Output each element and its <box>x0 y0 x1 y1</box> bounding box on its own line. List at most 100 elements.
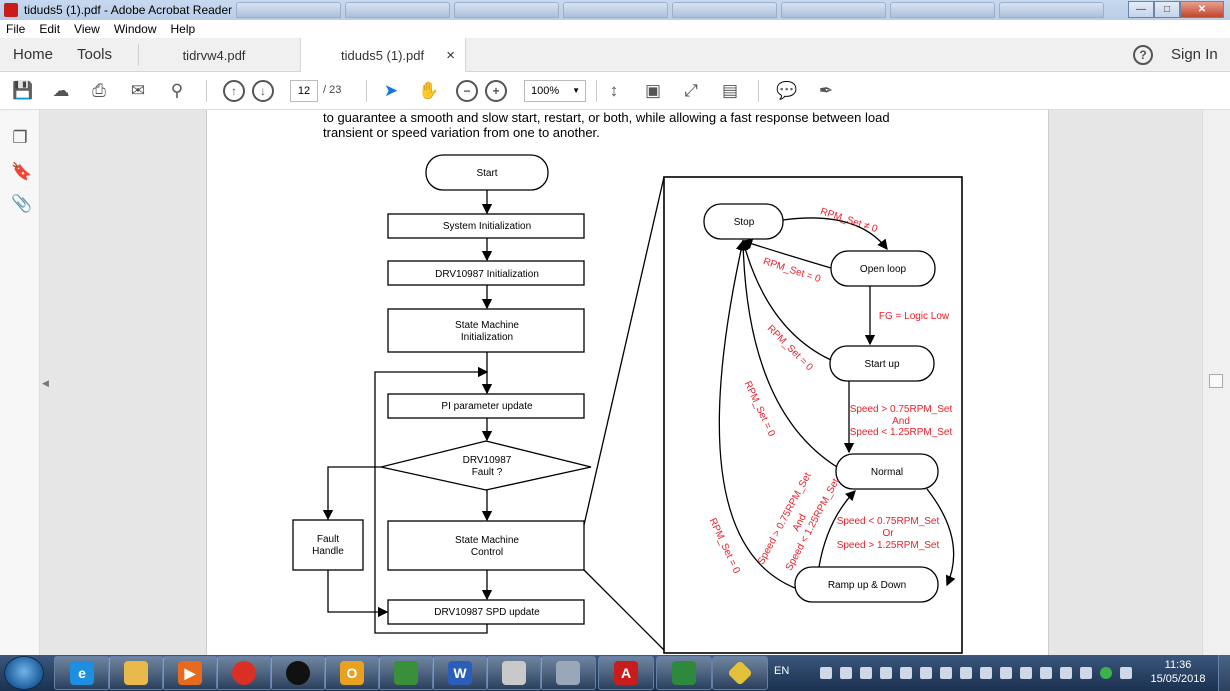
page-down-icon[interactable]: ↓ <box>252 80 274 102</box>
window-title: tiduds5 (1).pdf - Adobe Acrobat Reader D… <box>24 3 253 17</box>
collapse-left-icon[interactable]: ◀ <box>42 378 49 388</box>
tray-icon[interactable] <box>900 667 912 679</box>
app-green-icon[interactable] <box>656 656 712 690</box>
drv-init-label: DRV10987 Initialization <box>435 269 539 280</box>
internet-explorer-icon[interactable]: e <box>54 656 110 690</box>
save-icon[interactable]: 💾 <box>12 81 34 100</box>
menu-window[interactable]: Window <box>113 22 157 36</box>
open-to-start-label: FG = Logic Low <box>879 311 950 322</box>
read-mode-icon[interactable]: ▤ <box>721 81 739 100</box>
help-icon[interactable]: ? <box>1133 45 1153 65</box>
calculator-icon[interactable] <box>540 656 596 690</box>
pages-icon[interactable]: ❐ <box>12 128 28 147</box>
language-indicator[interactable]: EN <box>774 665 790 677</box>
marquee-zoom-icon[interactable]: ▣ <box>644 81 662 100</box>
fit-page-icon[interactable]: ⤢ <box>684 81 698 100</box>
tray-icon[interactable] <box>820 667 832 679</box>
paint-icon[interactable] <box>486 656 542 690</box>
tab-label: tiduds5 (1).pdf <box>341 47 425 63</box>
start-button[interactable] <box>4 656 44 690</box>
vertical-scrollbar[interactable] <box>1202 110 1230 655</box>
state-machine-frame <box>663 176 963 654</box>
email-icon[interactable]: ✉ <box>130 81 146 100</box>
tray-icon[interactable] <box>960 667 972 679</box>
menu-help[interactable]: Help <box>170 22 196 36</box>
attachment-icon[interactable]: 📎 <box>11 194 33 213</box>
tools-tab[interactable]: Tools <box>77 46 113 63</box>
bookmark-icon[interactable]: 🔖 <box>11 162 33 181</box>
sm-init-label-1: State Machine <box>455 320 519 331</box>
word-icon[interactable]: W <box>432 656 488 690</box>
tray-icon[interactable] <box>980 667 992 679</box>
open-loop-label: Open loop <box>860 264 907 275</box>
check-icon[interactable] <box>1100 667 1112 679</box>
menu-view[interactable]: View <box>74 22 100 36</box>
scroll-mode-icon[interactable]: ↕ <box>609 81 619 100</box>
system-init-label: System Initialization <box>443 221 531 232</box>
select-cursor-icon[interactable]: ➤ <box>383 81 399 100</box>
app-diamond-icon[interactable] <box>712 656 768 690</box>
menu-edit[interactable]: Edit <box>39 22 61 36</box>
comment-icon[interactable]: 💬 <box>776 81 798 100</box>
network-icon[interactable] <box>1080 667 1092 679</box>
print-icon[interactable]: ⎙ <box>92 81 106 100</box>
normal-label: Normal <box>871 467 903 478</box>
tray-icon[interactable] <box>840 667 852 679</box>
clock[interactable]: 11:36 15/05/2018 <box>1148 658 1208 686</box>
chrome-icon[interactable] <box>216 656 272 690</box>
open-to-stop-label: RPM_Set = 0 <box>762 256 823 285</box>
fault-handle-box <box>292 519 364 571</box>
zoom-in-icon[interactable]: + <box>485 80 507 102</box>
sm-control-label-1: State Machine <box>455 535 519 546</box>
menu-file[interactable]: File <box>6 22 26 36</box>
project-icon[interactable] <box>378 656 434 690</box>
volume-icon[interactable] <box>1120 667 1132 679</box>
sm-control-box <box>387 520 585 571</box>
stop-label: Stop <box>734 217 755 228</box>
sign-icon[interactable]: ✒ <box>818 81 834 100</box>
upload-icon[interactable]: ☁ <box>52 81 70 100</box>
tray-icon[interactable] <box>940 667 952 679</box>
ramp-label: Ramp up & Down <box>828 580 906 591</box>
media-player-icon[interactable]: ▶ <box>162 656 218 690</box>
tab-tidrvw4[interactable]: tidrvw4.pdf <box>139 38 289 72</box>
sign-in-link[interactable]: Sign In <box>1171 46 1218 63</box>
fault-decision <box>380 440 592 491</box>
tray-icon[interactable] <box>1000 667 1012 679</box>
tab-tiduds5[interactable]: tiduds5 (1).pdf × <box>300 38 466 72</box>
fault-q-label-2: Fault ? <box>472 467 503 478</box>
scrollbar-thumb[interactable] <box>1209 374 1223 388</box>
background-windows <box>236 2 1104 18</box>
page-up-icon[interactable]: ↑ <box>223 80 245 102</box>
tray-icon[interactable] <box>1040 667 1052 679</box>
page-number-input[interactable]: 12 <box>290 80 318 102</box>
menu-bar: File Edit View Window Help <box>0 20 1230 38</box>
home-tab[interactable]: Home <box>13 46 54 63</box>
tray-icon[interactable] <box>860 667 872 679</box>
state-open-loop <box>830 250 936 287</box>
maximize-button[interactable]: □ <box>1154 1 1180 18</box>
show-desktop-button[interactable] <box>1218 655 1230 691</box>
left-panel: ❐ 🔖 📎 <box>0 110 40 655</box>
flowchart-diagram: Start System Initialization DRV10987 Ini… <box>292 154 963 654</box>
tray-icon[interactable] <box>880 667 892 679</box>
hand-icon[interactable]: ✋ <box>418 81 440 100</box>
app-icon[interactable] <box>270 656 326 690</box>
close-button[interactable]: ✕ <box>1180 1 1224 18</box>
zoom-select[interactable]: 100% ▼ <box>524 80 586 102</box>
zoom-value: 100% <box>531 85 560 97</box>
file-explorer-icon[interactable] <box>108 656 164 690</box>
acrobat-app-icon <box>4 3 18 17</box>
zoom-out-icon[interactable]: − <box>456 80 478 102</box>
window-controls: — □ ✕ <box>1128 1 1224 18</box>
acrobat-icon[interactable]: A <box>598 656 654 690</box>
minimize-button[interactable]: — <box>1128 1 1154 18</box>
outlook-icon[interactable]: O <box>324 656 380 690</box>
title-bar: tiduds5 (1).pdf - Adobe Acrobat Reader D… <box>0 0 1230 20</box>
tray-icon[interactable] <box>920 667 932 679</box>
tray-icon[interactable] <box>1060 667 1072 679</box>
fault-handle-label-2: Handle <box>312 546 344 557</box>
tray-icon[interactable] <box>1020 667 1032 679</box>
search-icon[interactable]: ⚲ <box>170 81 184 100</box>
tab-close-icon[interactable]: × <box>446 46 455 64</box>
